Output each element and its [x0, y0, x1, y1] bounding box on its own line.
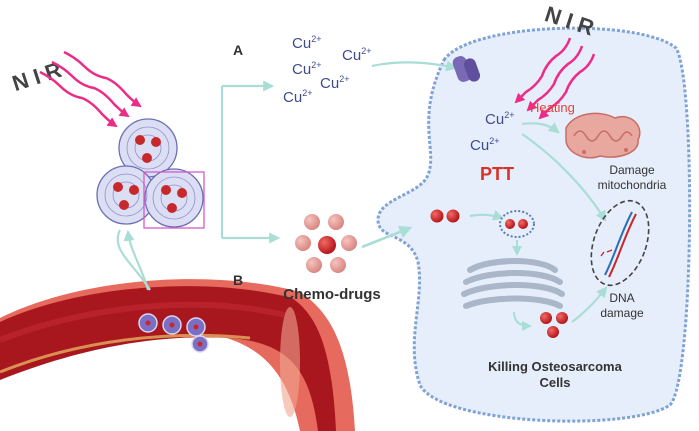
svg-text:Cu2+: Cu2+ [292, 34, 321, 52]
cu-ion-group: Cu2+ Cu2+ Cu2+ Cu2+ Cu2+ [283, 34, 371, 106]
killing-line1: Killing Osteosarcoma [488, 359, 622, 374]
golgi-to-drug-arrow [513, 311, 532, 331]
vesicle-icon [499, 210, 535, 238]
golgi-apparatus-icon [461, 258, 565, 309]
heating-arrow [521, 122, 560, 134]
ptt-label: PTT [480, 164, 514, 184]
blood-vessel-icon [0, 279, 355, 431]
drug-trio-nucleus [540, 312, 568, 338]
svg-text:Cu2+: Cu2+ [342, 46, 371, 64]
drug-entry-arrow [361, 225, 413, 249]
killing-line2: Cells [539, 375, 570, 390]
dna-line2: damage [600, 306, 644, 320]
cu-ion-label: Cu [320, 75, 339, 92]
cu-cell-label: Cu [485, 111, 504, 128]
svg-text:Cu2+: Cu2+ [283, 88, 312, 106]
cu-entry-arrow [371, 60, 458, 72]
drug-to-dna-arrow [571, 286, 608, 323]
svg-text:Cu2+: Cu2+ [320, 74, 349, 92]
cu-ion-label: Cu [292, 61, 311, 78]
heating-label: Heating [530, 100, 575, 115]
cu-ion-label: Cu [342, 47, 361, 64]
chemo-drugs-icon [295, 214, 357, 273]
cu-cell-label: Cu [470, 137, 489, 154]
svg-text:Cu2+: Cu2+ [485, 110, 514, 128]
dna-helix-icon [590, 199, 650, 287]
nir-left-label: N I R [9, 57, 64, 96]
svg-text:Cu2+: Cu2+ [470, 136, 499, 154]
cu-ion-label: Cu [283, 89, 302, 106]
mitochondria-icon [565, 112, 641, 159]
branch-a-label: A [233, 42, 243, 58]
drug-to-vesicle-arrow [469, 210, 505, 221]
drug-pair-membrane [430, 209, 460, 223]
cu-to-dna-arrow [521, 133, 607, 222]
nir-left-waves [39, 50, 142, 128]
damage-mito-line1: Damage [609, 163, 655, 177]
cu-cell-group: Cu2+ Cu2+ [470, 110, 514, 154]
dna-line1: DNA [609, 291, 634, 305]
svg-text:Cu2+: Cu2+ [292, 60, 321, 78]
nanoparticle-cluster-icon [96, 118, 205, 229]
cu-ion-label: Cu [292, 35, 311, 52]
branch-arrows [116, 80, 281, 291]
nir-right-waves [514, 37, 596, 120]
ion-channel-icon [452, 56, 481, 82]
branch-b-label: B [233, 272, 243, 288]
vessel-nanoparticles [138, 313, 209, 353]
damage-mito-line2: mitochondria [598, 178, 667, 192]
chemo-drugs-label: Chemo-drugs [283, 286, 381, 303]
